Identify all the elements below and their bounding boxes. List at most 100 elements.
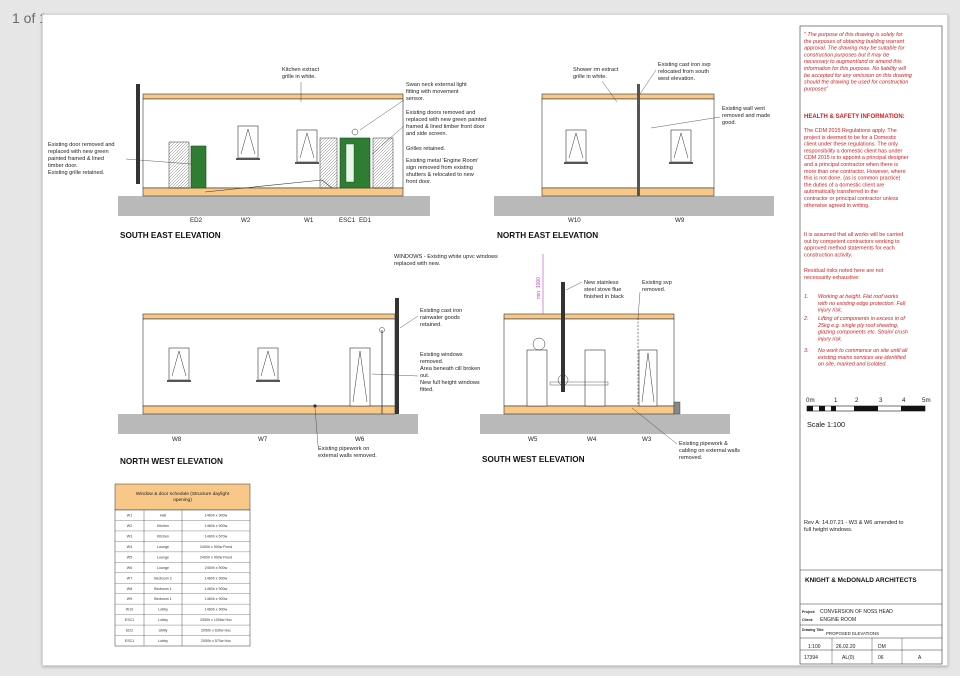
tb-drg-no: 06 xyxy=(878,655,884,661)
sw-ground xyxy=(480,414,730,434)
drawing-title-label: Drawing Title: xyxy=(802,628,824,632)
schedule-cell: 1460h x 900w xyxy=(205,576,228,580)
ne-title: NORTH EAST ELEVATION xyxy=(497,231,598,240)
schedule-cell: Bedroom 1 xyxy=(154,597,172,601)
sw-label-w4: W4 xyxy=(587,436,597,443)
schedule-header xyxy=(114,483,251,511)
se-fascia xyxy=(142,93,404,100)
ne-fascia xyxy=(541,93,715,100)
tb-drawn: DM xyxy=(878,644,886,650)
schedule-cell: W3 xyxy=(127,534,132,538)
schedule-cell: W6 xyxy=(127,566,132,570)
project-name: CONVERSION OF NOSS HEAD xyxy=(820,609,893,615)
nw-ground xyxy=(118,414,418,434)
schedule-cell: 1460h x 900w xyxy=(205,524,228,528)
sw-flue xyxy=(561,282,565,392)
schedule-cell: ESC1 xyxy=(125,618,134,622)
sidebar-risk-3: 3. No work to commence on site until all… xyxy=(804,348,909,368)
schedule-cell: 2400h x 900w Fixed xyxy=(200,555,232,559)
ne-label-w10: W10 xyxy=(568,217,581,224)
north-east-elevation: NORTH EAST ELEVATION W10 W9 xyxy=(494,84,774,240)
schedule-cell: W10 xyxy=(126,608,133,612)
sidebar-cdm: The CDM 2015 Regulations apply. The proj… xyxy=(804,128,910,209)
ne-svp xyxy=(637,84,640,196)
se-plinth xyxy=(142,187,404,197)
nw-window-w6 xyxy=(349,347,371,407)
svg-text:3: 3 xyxy=(879,397,883,404)
ne-plinth xyxy=(541,187,715,197)
drawing-title: PROPOSED ELEVATIONS xyxy=(826,631,879,636)
sidebar-purpose: " The purpose of this drawing is solely … xyxy=(803,32,913,92)
ne-ground xyxy=(494,196,774,216)
se-title: SOUTH EAST ELEVATION xyxy=(120,231,221,240)
scale-label: Scale 1:100 xyxy=(807,420,845,429)
schedule-cell: Lobby xyxy=(158,618,168,622)
nw-downpipe xyxy=(395,298,399,414)
schedule-cell: W7 xyxy=(127,576,132,580)
se-door-ed2 xyxy=(190,145,207,189)
sidebar-residual: Residual risks noted here are not necess… xyxy=(804,268,885,281)
tb-drg: AL(0) xyxy=(842,655,855,661)
svg-text:1: 1 xyxy=(834,397,838,404)
se-label-esc1: ESC1 xyxy=(339,217,356,224)
schedule-cell: Lounge xyxy=(157,545,169,549)
revision-note: Rev A: 14.07.21 - W3 & W6 amended to ful… xyxy=(804,520,905,533)
window-door-schedule: Window & door schedule (Structure daylig… xyxy=(114,483,251,647)
svg-text:Existing pipework &cabling on: Existing pipework &cabling on external w… xyxy=(679,441,740,461)
drawing-sheet: SOUTH EAST ELEVATION ED2 W2 W1 ESC1 ED1 … xyxy=(42,14,948,666)
schedule-cell: W8 xyxy=(127,587,132,591)
nw-plinth xyxy=(142,405,396,415)
schedule-cell: Lobby xyxy=(158,639,168,643)
north-west-elevation: NORTH WEST ELEVATION W8 W7 W6 xyxy=(118,298,418,466)
schedule-cell: 2050h x 570w Hoc xyxy=(201,639,231,643)
schedule-cell: Hall xyxy=(160,514,166,518)
client-name: ENGINE ROOM xyxy=(820,617,856,623)
schedule-cell: Lobby xyxy=(158,608,168,612)
schedule-cell: W2 xyxy=(127,524,132,528)
svg-text:4: 4 xyxy=(902,397,906,404)
project-label: Project: xyxy=(802,610,815,614)
schedule-cell: Kitchen xyxy=(157,534,169,538)
sw-dim-label: min. 1000 xyxy=(536,277,542,299)
schedule-cell: W4 xyxy=(127,545,132,549)
schedule-cell: Lounge xyxy=(157,555,169,559)
nw-label-w8: W8 xyxy=(172,436,182,443)
sidebar-risk-1: 1. Working at height. Flat roof works wi… xyxy=(804,294,907,314)
nw-label-w6: W6 xyxy=(355,436,365,443)
schedule-cell: 1460h x 900w xyxy=(205,597,228,601)
note-grilles: Grilles retained. xyxy=(406,146,446,152)
se-shutter-right xyxy=(372,137,394,189)
schedule-cell: Kitchen xyxy=(157,524,169,528)
architects-name: KNIGHT & McDONALD ARCHITECTS xyxy=(805,577,917,584)
schedule-cell: 2050h x 1006w Hoc xyxy=(200,618,232,622)
schedule-title: Window & door schedule (Structure daylig… xyxy=(136,491,230,503)
schedule-cell: 1460h x 900w xyxy=(205,514,228,518)
schedule-cell: W5 xyxy=(127,555,132,559)
sw-title: SOUTH WEST ELEVATION xyxy=(482,455,585,464)
tb-scale: 1:100 xyxy=(808,644,821,650)
svg-text:2: 2 xyxy=(855,397,859,404)
se-flue xyxy=(136,84,140,184)
sidebar-assumed: It is assumed that all works will be car… xyxy=(804,232,905,258)
ne-label-w9: W9 xyxy=(675,217,685,224)
se-door-ed1 xyxy=(339,137,371,189)
